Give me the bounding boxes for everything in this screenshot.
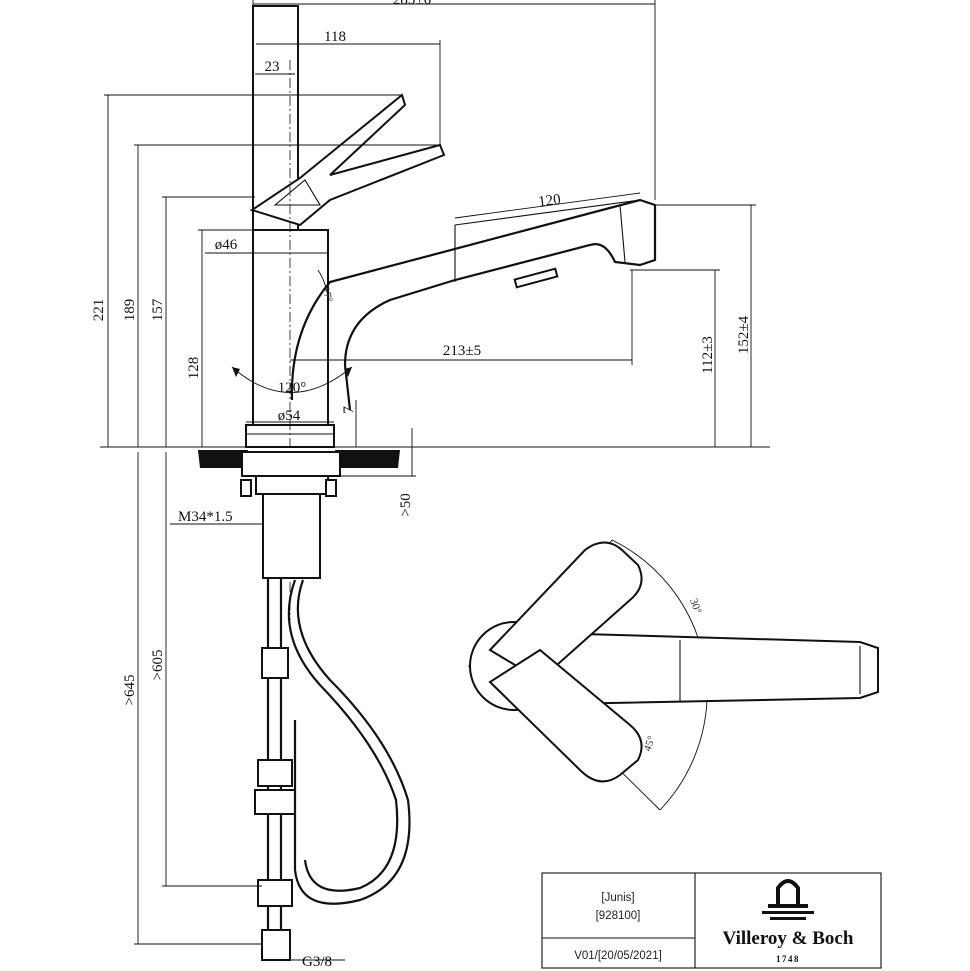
elevation-dimensions: 285±6 118 23 221 189 157 128 ø46 120 17°: [91, 0, 756, 970]
dim-plan-angle-top: 30°: [687, 597, 704, 616]
dim-base-diameter: ø54: [278, 408, 301, 424]
plan-view: 30° 45°: [468, 539, 879, 811]
under-counter-assembly: [240, 451, 411, 961]
dim-outlet-height: 152±4: [736, 315, 752, 354]
title-block: [Junis] [928100] V01/[20/05/2021] Viller…: [541, 872, 882, 969]
brand-emblem-icon: [762, 879, 814, 920]
dim-lever-reach: 118: [324, 29, 346, 45]
brand-logo: Villeroy & Boch: [723, 928, 854, 949]
dim-overall-width: 285±6: [393, 0, 432, 8]
dim-spout-angle: 17°: [319, 286, 335, 304]
brand-year: 1748: [776, 954, 800, 964]
product-name: [Junis]: [601, 892, 634, 904]
article-number: [928100]: [596, 910, 641, 922]
dim-body-height: 128: [186, 357, 202, 380]
dim-hose-length-2: >645: [122, 675, 138, 706]
dim-height-lever: 189: [122, 299, 138, 322]
dim-height-body: 157: [150, 298, 166, 321]
dim-spout-reach: 213±5: [443, 343, 481, 359]
dim-min-counter: >50: [398, 493, 414, 516]
dim-lever-offset: 23: [265, 59, 280, 75]
dim-plan-angle-bottom: 45°: [642, 734, 659, 753]
version-date: V01/[20/05/2021]: [574, 950, 662, 962]
dim-total-height: 221: [91, 299, 107, 322]
faucet-elevation: [100, 5, 770, 620]
dim-connection: G3/8: [302, 954, 332, 970]
countertop-section: [198, 450, 400, 468]
dim-swivel-angle: 120°: [278, 380, 307, 396]
dim-thread: M34*1.5: [178, 509, 233, 525]
dim-spray-length: 120: [537, 192, 561, 211]
dim-base-height: 7: [341, 406, 357, 414]
dim-hose-length-1: >605: [150, 650, 166, 681]
dim-spout-height: 112±3: [700, 336, 716, 374]
dim-body-diameter: ø46: [215, 237, 238, 253]
